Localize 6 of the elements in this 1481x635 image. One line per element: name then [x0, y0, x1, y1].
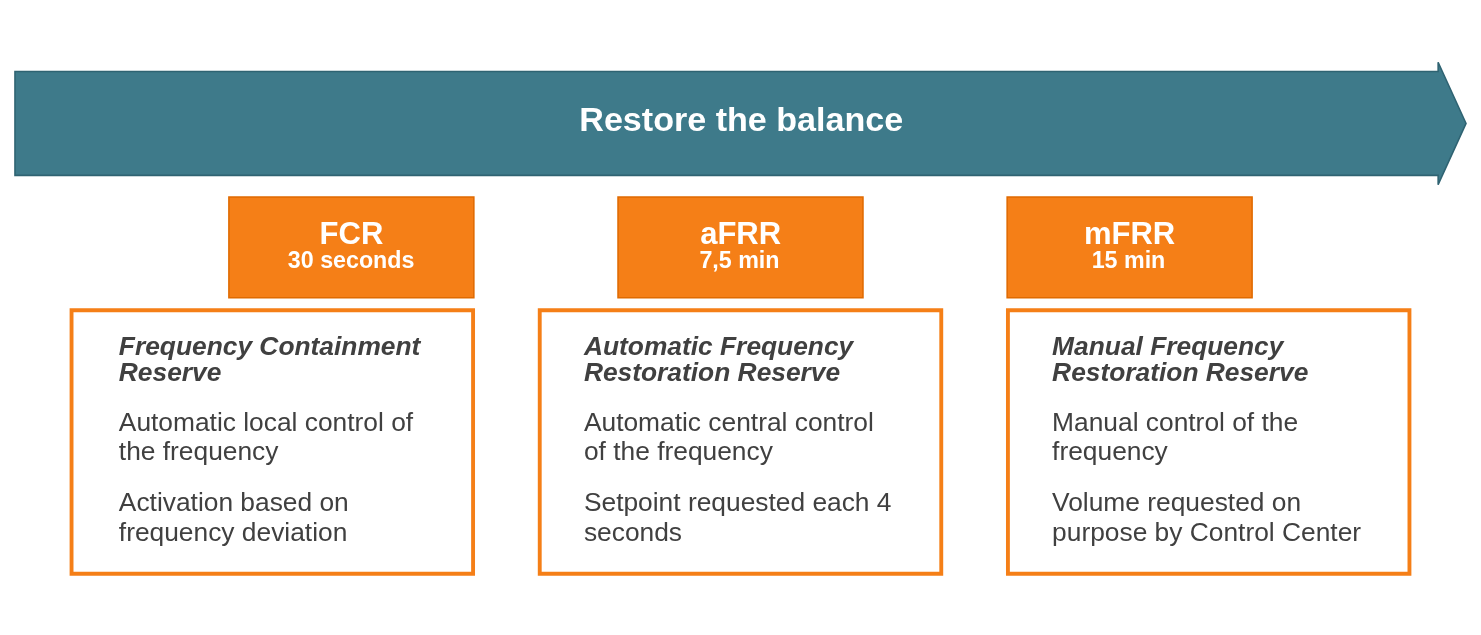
node-box: mFRR 15 min — [1006, 195, 1253, 299]
node-box: Frequency Containment Reserve Automatic local control of the frequency Activation based on frequency deviation — [69, 307, 475, 576]
node-box: Manual Frequency Restoration Reserve Manual control of the frequency Volume requested on purpose by Control Center — [1006, 307, 1412, 576]
node-box: aFRR 7,5 min — [617, 195, 864, 299]
node-box: FCR 30 seconds — [228, 195, 475, 299]
node-box: Automatic Frequency Restoration Reserve Automatic central control of the frequency Setpoint requested each 4 seconds — [537, 307, 944, 576]
